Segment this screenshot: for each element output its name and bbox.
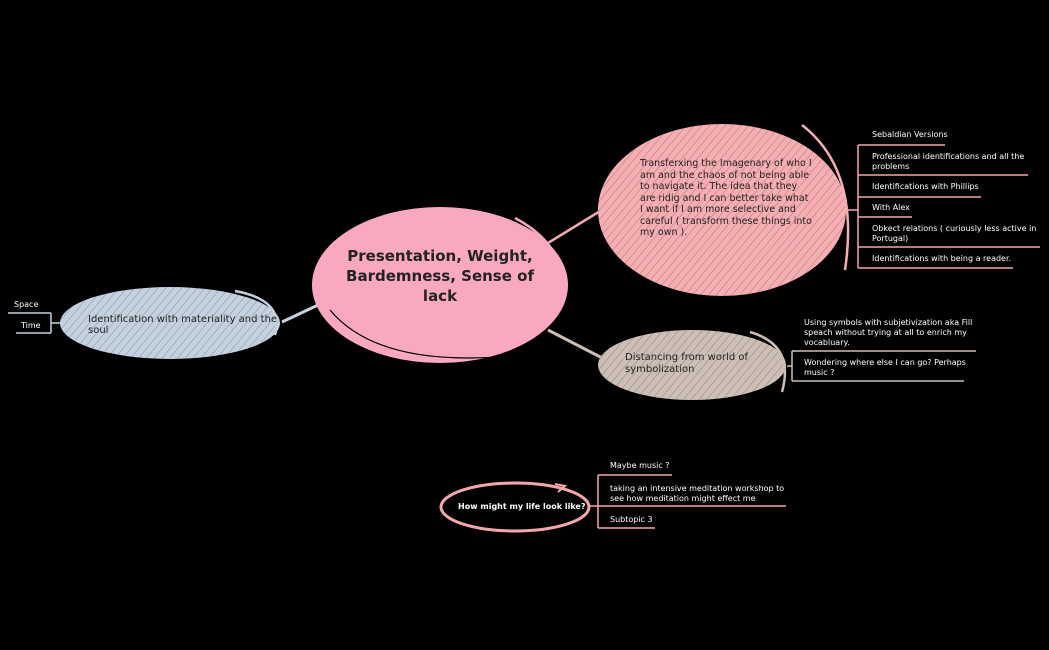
subtopic-reader[interactable]: Identifications with being a reader. [872,254,1012,263]
subtopic-phillips[interactable]: Identifications with Phillips [872,182,979,191]
topic-identification-label[interactable]: Identification with materiality and the … [88,314,278,336]
subtopic-maybe-music[interactable]: Maybe music ? [610,461,670,470]
subtopic-professional[interactable]: Professional identifications and all the… [872,152,1025,171]
floating-branches [590,474,786,529]
subtopic-meditation[interactable]: taking an intensive meditation workshop … [610,484,785,503]
topic-identification-shape[interactable] [60,287,280,359]
subtopic-object-relations[interactable]: Obkect relations ( curiously less active… [872,224,1037,243]
topic-transferxing-shape[interactable] [598,124,850,296]
identification-branches [8,312,60,334]
floating-topic-label[interactable]: How might my life look like? [458,502,586,511]
subtopic-alex[interactable]: With Alex [872,203,910,212]
subtopic-space[interactable]: Space [14,300,39,309]
central-topic-shape[interactable] [312,207,568,363]
subtopic-3[interactable]: Subtopic 3 [610,515,653,524]
topic-distancing-shape[interactable] [598,330,787,400]
transferxing-branches [846,144,1040,269]
central-topic-label[interactable]: Presentation, Weight, Bardemness, Sense … [346,247,534,305]
subtopic-wondering[interactable]: Wondering where else I can go? Perhaps m… [804,358,966,377]
topic-transferxing-label[interactable]: Transferxing the Imagenary of who I am a… [640,158,812,238]
distancing-branches [787,350,976,382]
subtopic-sebaldian[interactable]: Sebaldian Versions [872,130,948,139]
subtopic-time[interactable]: Time [21,321,41,330]
topic-distancing-label[interactable]: Distancing from world of symbolization [625,352,749,375]
subtopic-using-symbols[interactable]: Using symbols with subjetivization aka F… [804,318,973,347]
floating-topic-shape[interactable] [439,481,591,533]
